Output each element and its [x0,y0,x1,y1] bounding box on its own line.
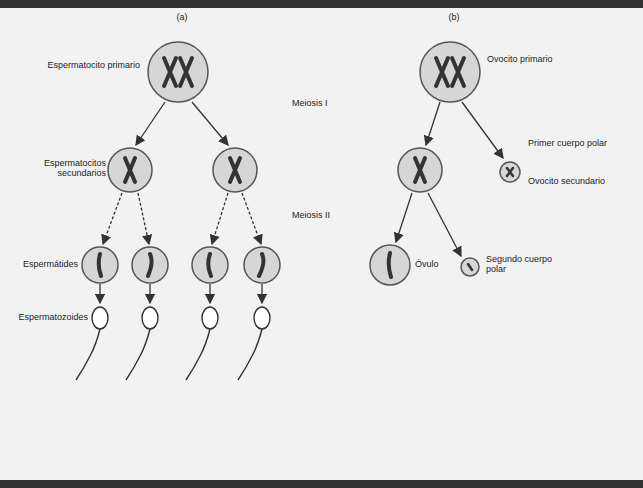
label-text: Espermatocito primario [40,60,140,70]
sperm-cells [76,307,270,380]
label-text: Espermatozoides [4,312,88,322]
label-text: Espermatocitos secundarios [14,158,106,179]
label-text: Meiosis II [292,210,362,220]
label-text: Óvulo [415,259,465,269]
label-text: Meiosis I [292,98,362,108]
chromosomes [99,58,513,277]
arrows [100,102,503,303]
label-text: Espermátides [4,259,78,269]
label-text: Ovocito primario [487,54,567,64]
label-text: (a) [172,12,192,22]
bottom-bar [0,480,643,488]
cells [82,42,520,285]
top-bar [0,0,643,8]
label-text: Segundo cuerpo polar [486,254,566,275]
label-text: (b) [444,12,464,22]
label-text: Ovocito secundario [528,176,628,186]
label-text: Primer cuerpo polar [528,138,608,148]
